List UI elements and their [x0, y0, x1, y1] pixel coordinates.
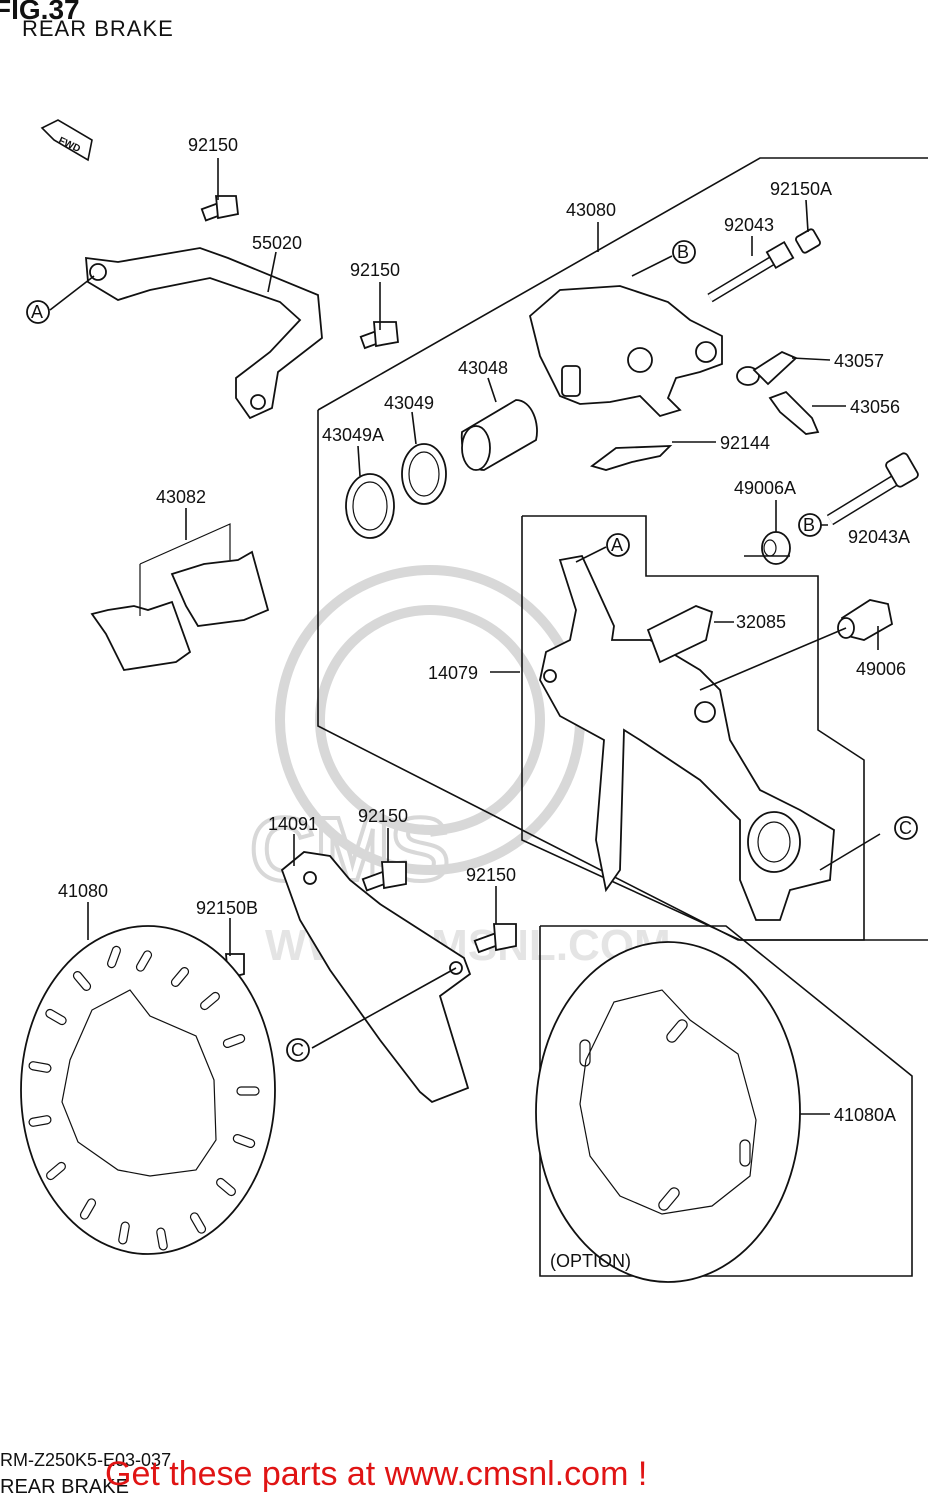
brake-pedal-55020 [85, 247, 323, 420]
label-92150-c: 92150 [358, 806, 408, 826]
bleeder-valve-43056 [768, 390, 820, 435]
fwd-arrow-icon: FWD [40, 119, 93, 162]
label-92150b: 92150B [196, 898, 258, 918]
svg-text:A: A [31, 302, 43, 322]
option-label: (OPTION) [550, 1251, 631, 1271]
svg-text:B: B [803, 515, 815, 535]
leader-lines [49, 158, 881, 1115]
label-92150a: 92150A [770, 179, 832, 199]
caliper-bracket-14079 [539, 554, 835, 921]
boot-49006a [761, 531, 791, 565]
bleeder-cap-43057 [736, 350, 798, 386]
pin-92043 [707, 240, 795, 303]
label-92144: 92144 [720, 433, 770, 453]
label-14091: 14091 [268, 814, 318, 834]
part-labels: 92150 55020 92150 43080 92150A 92043 430… [58, 135, 910, 1271]
label-92150-d: 92150 [466, 865, 516, 885]
label-43057: 43057 [834, 351, 884, 371]
svg-text:C: C [291, 1040, 304, 1060]
label-32085: 32085 [736, 612, 786, 632]
footer-subtitle: REAR BRAKE [0, 1476, 129, 1498]
label-43080: 43080 [566, 200, 616, 220]
label-43049a: 43049A [322, 425, 384, 445]
brake-pads-43082 [90, 523, 270, 671]
boot-49006 [837, 599, 894, 641]
callout-b-2: B [798, 513, 822, 537]
promo-link[interactable]: Get these parts at www.cmsnl.com ! [105, 1455, 648, 1493]
disc-guard-14091 [280, 851, 472, 1104]
svg-text:B: B [677, 242, 689, 262]
bolt-92150-d [473, 923, 517, 954]
seal-43049a [345, 473, 395, 539]
brake-disc-41080 [20, 925, 276, 1255]
label-49006: 49006 [856, 659, 906, 679]
pad-spring-92144 [590, 445, 673, 471]
label-43048: 43048 [458, 358, 508, 378]
callout-a-1: A [26, 300, 50, 324]
bolt-92150-a [200, 195, 239, 222]
bolt-92150-c [361, 861, 407, 892]
label-43056: 43056 [850, 397, 900, 417]
figure-title: FIG.37 [0, 0, 80, 25]
label-14079: 14079 [428, 663, 478, 683]
caliper-body-43080 [528, 285, 723, 418]
svg-text:C: C [899, 818, 912, 838]
svg-text:A: A [611, 535, 623, 555]
footer-code: RM-Z250K5-E03-037 [0, 1450, 172, 1470]
bracket-frame [521, 515, 865, 941]
brake-disc-41080a [535, 941, 801, 1283]
label-41080: 41080 [58, 881, 108, 901]
piston-43048 [460, 399, 538, 471]
label-49006a: 49006A [734, 478, 796, 498]
label-92043a: 92043A [848, 527, 910, 547]
seal-43049 [401, 443, 447, 505]
pad-clip-32085 [646, 605, 714, 664]
option-frame [539, 925, 913, 1277]
label-92043: 92043 [724, 215, 774, 235]
label-55020: 55020 [252, 233, 302, 253]
callout-a-2: A [606, 533, 630, 557]
caliper-assembly-frame [317, 157, 928, 411]
label-43049: 43049 [384, 393, 434, 413]
callout-c-2: C [286, 1038, 310, 1062]
figure-subtitle: REAR BRAKE [22, 16, 174, 41]
callout-b-1: B [672, 240, 696, 264]
label-41080a: 41080A [834, 1105, 896, 1125]
pin-92043a [826, 452, 919, 526]
plug-92150a [795, 228, 821, 254]
label-92150-a: 92150 [188, 135, 238, 155]
label-43082: 43082 [156, 487, 206, 507]
callout-c-1: C [894, 816, 918, 840]
label-92150-b: 92150 [350, 260, 400, 280]
